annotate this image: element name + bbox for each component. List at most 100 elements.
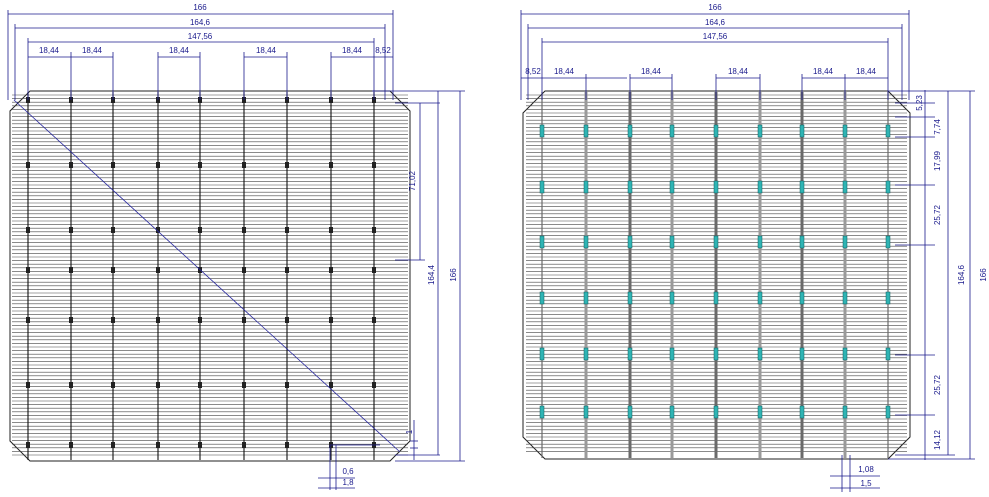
front-dim-pitch-3: 18,44 (169, 46, 190, 55)
front-busbar-node (242, 317, 246, 323)
front-dim-edge-offset: 8,52 (375, 46, 391, 55)
back-dim-pad-len: 7,74 (933, 119, 942, 135)
front-busbar-node (111, 267, 115, 273)
front-cell-outline (9, 90, 411, 462)
front-busbar-node (69, 442, 73, 448)
front-busbar-node (26, 267, 30, 273)
back-solder-pad (842, 291, 848, 305)
back-solder-pad (799, 124, 805, 138)
back-busbar (887, 92, 889, 458)
back-solder-pad (539, 347, 545, 361)
back-solder-pad (799, 180, 805, 194)
front-busbar-node (26, 442, 30, 448)
back-solder-pad (583, 180, 589, 194)
front-cell (9, 90, 411, 462)
front-dim-bottom-1: 0,6 (342, 467, 354, 476)
front-busbar-node (156, 382, 160, 388)
back-solder-pad (539, 235, 545, 249)
front-busbar-node (198, 442, 202, 448)
back-solder-pad (757, 235, 763, 249)
back-busbar (584, 92, 588, 458)
back-solder-pad (757, 180, 763, 194)
back-solder-pad (842, 180, 848, 194)
front-dim-chamfer: 1 (405, 429, 414, 434)
front-busbar-node (69, 162, 73, 168)
back-solder-pad (583, 347, 589, 361)
back-solder-pads (539, 124, 891, 419)
back-solder-pad (713, 180, 719, 194)
front-busbar-node (26, 162, 30, 168)
front-busbar-node (156, 442, 160, 448)
back-solder-pad (842, 124, 848, 138)
front-diagonal (13, 99, 401, 453)
back-dim-pitch-5: 18,44 (856, 67, 877, 76)
back-solder-pad (757, 124, 763, 138)
back-dim-pitch-3: 18,44 (728, 67, 749, 76)
front-busbar-node (372, 162, 376, 168)
front-busbar-node (372, 382, 376, 388)
front-busbar-node (69, 267, 73, 273)
front-dim-bottom-2: 1,8 (342, 478, 354, 487)
front-busbar-node (242, 442, 246, 448)
front-busbar-node (156, 267, 160, 273)
front-busbar-node (111, 227, 115, 233)
front-dim-voverall: 166 (449, 268, 458, 282)
back-dim-bottom-2: 1,5 (860, 479, 872, 488)
back-dim-edge-offset: 8,52 (525, 67, 541, 76)
back-solder-pad (842, 405, 848, 419)
back-solder-pad (757, 405, 763, 419)
back-solder-pad (669, 291, 675, 305)
front-busbar-node (111, 382, 115, 388)
back-solder-pad (627, 180, 633, 194)
front-busbar-node (242, 267, 246, 273)
front-busbar-node (285, 267, 289, 273)
back-solder-pad (539, 124, 545, 138)
front-busbar-node (285, 442, 289, 448)
front-busbar-node (329, 317, 333, 323)
back-dim-seg2: 25,72 (933, 204, 942, 225)
back-solder-pad (583, 291, 589, 305)
back-solder-pad (842, 235, 848, 249)
back-dim-seg1: 17,99 (933, 150, 942, 171)
front-busbar-node (285, 317, 289, 323)
back-busbar (670, 92, 674, 458)
front-busbar-node (198, 162, 202, 168)
front-busbar-node (242, 382, 246, 388)
front-dim-busbar-span: 147,56 (188, 32, 213, 41)
back-dimensions (520, 10, 975, 492)
back-solder-pad (713, 291, 719, 305)
back-solder-pad (669, 347, 675, 361)
front-dim-flat: 164,6 (190, 18, 211, 27)
back-solder-pad (885, 347, 891, 361)
front-busbar-node (111, 162, 115, 168)
back-dim-top-offset: 5,23 (915, 95, 924, 111)
back-solder-pad (713, 235, 719, 249)
back-solder-pad (583, 405, 589, 419)
back-solder-pad (627, 347, 633, 361)
back-solder-pad (627, 291, 633, 305)
front-busbar-node (111, 442, 115, 448)
front-dimensions (7, 10, 465, 490)
front-busbar-node (329, 382, 333, 388)
back-dim-busbar-span: 147,56 (703, 32, 728, 41)
front-busbar-node (198, 317, 202, 323)
back-solder-pad (713, 405, 719, 419)
back-dim-pitch-2: 18,44 (641, 67, 662, 76)
front-dim-overall: 166 (193, 3, 207, 12)
back-solder-pad (799, 235, 805, 249)
back-solder-pad (757, 347, 763, 361)
back-solder-pad (885, 405, 891, 419)
back-solder-pad (757, 291, 763, 305)
front-busbar-node (329, 227, 333, 233)
back-busbar (541, 92, 543, 458)
back-solder-pad (885, 180, 891, 194)
back-solder-pad (539, 405, 545, 419)
front-busbar-node (26, 382, 30, 388)
back-solder-pad (669, 180, 675, 194)
front-dim-pitch-5: 18,44 (342, 46, 363, 55)
back-solder-pad (799, 291, 805, 305)
back-solder-pad (539, 180, 545, 194)
back-solder-pad (713, 124, 719, 138)
front-busbar-node (329, 162, 333, 168)
back-busbars (541, 92, 889, 458)
